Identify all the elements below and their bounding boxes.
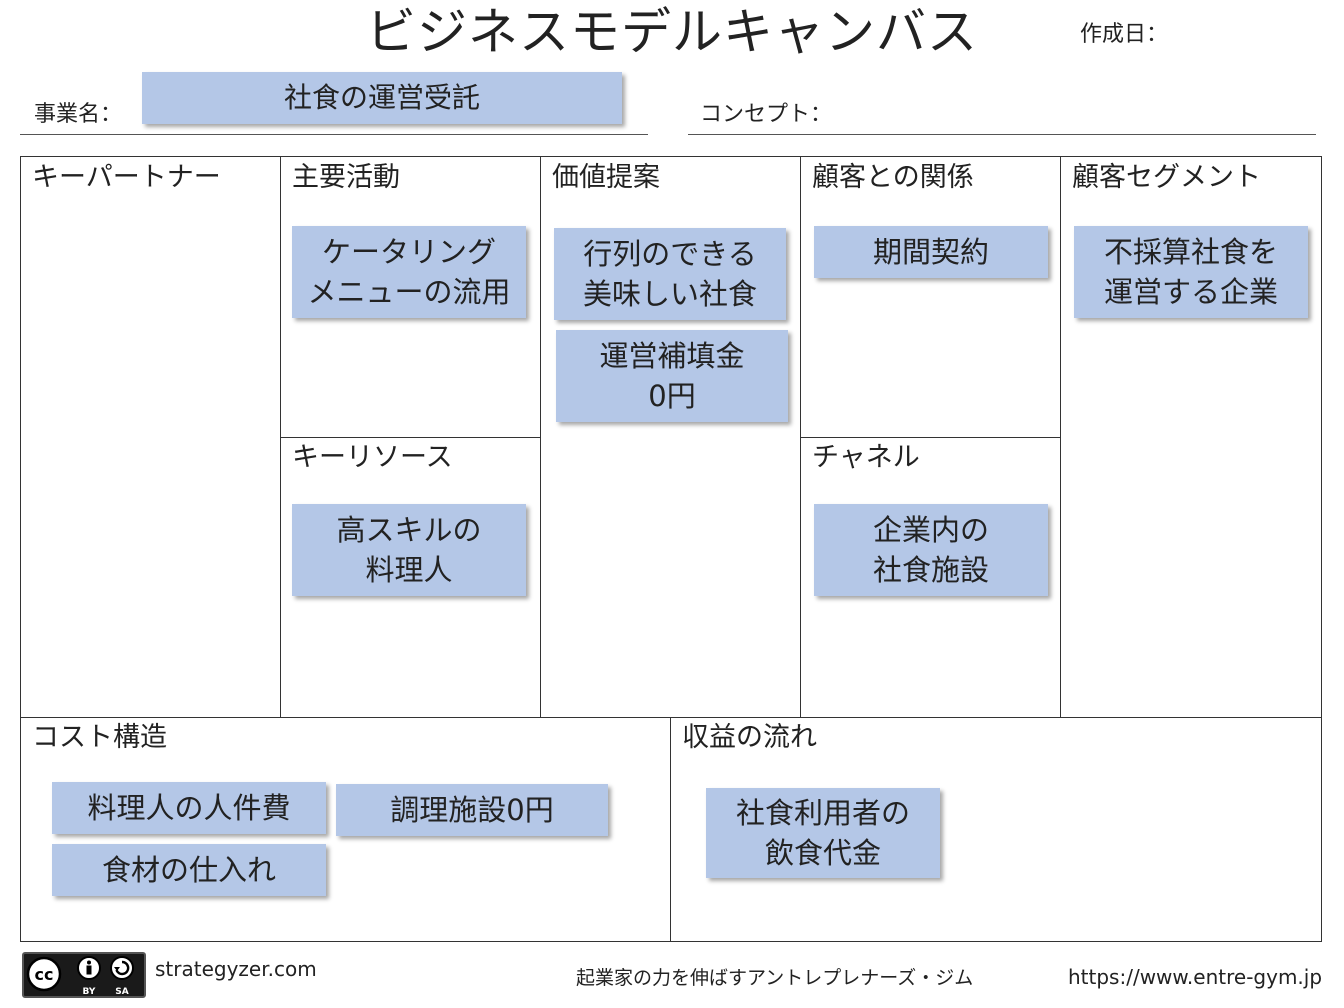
key-resources-note: 高スキルの 料理人: [292, 504, 526, 596]
page-title: ビジネスモデルキャンバス: [366, 3, 978, 61]
business-name-value: 社食の運営受託: [142, 72, 622, 124]
key-partners-title: キーパートナー: [32, 162, 221, 193]
business-name-underline: [20, 134, 648, 135]
value-propositions-title: 価値提案: [552, 162, 660, 193]
business-name-label: 事業名：: [34, 102, 123, 127]
cc-text: cc: [35, 965, 54, 984]
concept-label: コンセプト：: [700, 102, 833, 127]
cost-structure-note: 料理人の人件費: [52, 782, 326, 834]
cost-structure-note: 食材の仕入れ: [52, 844, 326, 896]
revenue-streams-note: 社食利用者の 飲食代金: [706, 788, 940, 878]
footer-url[interactable]: https://www.entre-gym.jp: [1068, 965, 1323, 989]
value-propositions-note: 行列のできる 美味しい社食: [554, 228, 786, 320]
date-label: 作成日：: [1080, 22, 1169, 47]
divider: [670, 717, 671, 942]
revenue-streams-title: 収益の流れ: [682, 722, 817, 753]
cc-by-sa-icon: cc BY SA: [22, 952, 146, 998]
concept-underline: [688, 134, 1316, 135]
customer-segments-note: 不採算社食を 運営する企業: [1074, 226, 1308, 318]
canvas-grid: [20, 156, 1322, 942]
channels-note: 企業内の 社食施設: [814, 504, 1048, 596]
key-activities-note: ケータリング メニューの流用: [292, 226, 526, 318]
key-activities-title: 主要活動: [292, 162, 400, 193]
channels-title: チャネル: [812, 442, 920, 473]
customer-segments-title: 顧客セグメント: [1072, 162, 1261, 193]
cost-structure-note: 調理施設0円: [336, 784, 608, 836]
sa-text: SA: [115, 987, 128, 996]
key-resources-title: キーリソース: [292, 442, 453, 473]
divider: [540, 156, 541, 718]
divider: [1060, 156, 1061, 718]
value-propositions-note: 運営補填金 0円: [556, 330, 788, 422]
divider: [280, 437, 540, 438]
by-text: BY: [83, 987, 96, 996]
license-icon: cc BY SA: [26, 956, 134, 997]
divider: [800, 437, 1060, 438]
tagline-text: 起業家の力を伸ばすアントレプレナーズ・ジム: [576, 967, 974, 989]
customer-relationships-title: 顧客との関係: [812, 162, 974, 193]
source-text: strategyzer.com: [155, 957, 317, 981]
divider: [20, 717, 1322, 718]
customer-relationships-note: 期間契約: [814, 226, 1048, 278]
cost-structure-title: コスト構造: [32, 722, 167, 753]
